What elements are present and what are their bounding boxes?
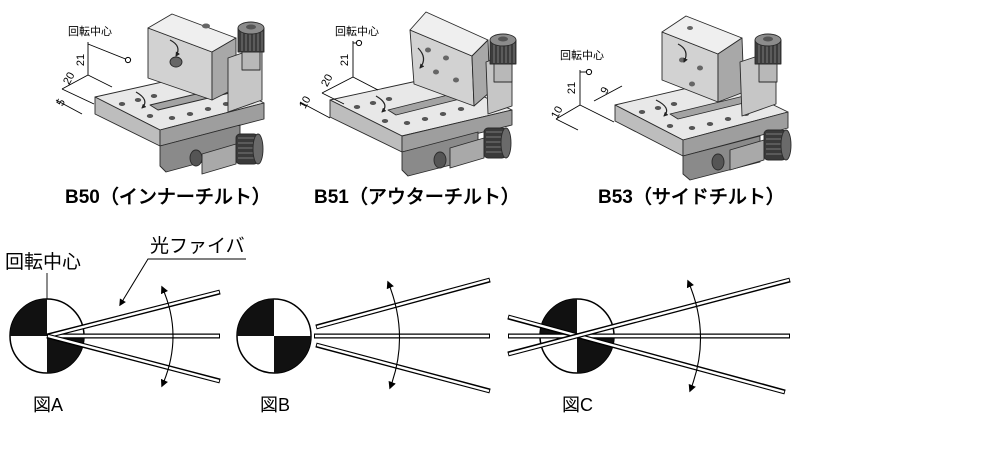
figure-a: 図A [9, 285, 221, 415]
b51-caption: B51（アウターチルト） [314, 185, 520, 208]
optical-fiber-tilted-up [315, 277, 491, 330]
screw-hole [202, 23, 210, 29]
figure-a-label: 図A [33, 395, 63, 415]
base-right-face [682, 111, 789, 157]
b50-dimensions: 回転中心 21 20 5 [55, 25, 132, 115]
b51-stage-render [329, 11, 517, 177]
mount-holes [118, 94, 230, 120]
rotation-arrow-icon [686, 279, 702, 393]
tilt-arrow-icon [169, 39, 181, 57]
target-quadrant [10, 299, 47, 336]
tilt-arrow-icon [417, 47, 425, 69]
rotation-center-label: 回転中心 [560, 49, 604, 62]
b53-stage-render [614, 15, 792, 181]
micrometer-knob [754, 33, 782, 83]
dimension-depth: 20 [61, 70, 77, 86]
mount-holes [679, 26, 703, 87]
figure-c: 図C [507, 277, 791, 415]
base-right-face [401, 109, 513, 153]
dimension-side-offset: 9 [599, 85, 612, 96]
target-quadrant [274, 336, 311, 373]
dimension-offset: 10 [549, 104, 565, 120]
rotation-center-marker [355, 39, 363, 47]
mount-holes [353, 97, 465, 125]
mount-holes [425, 47, 459, 83]
tilt-arrow-icon [375, 95, 387, 113]
micrometer-knob [237, 21, 265, 71]
figure-c-label: 図C [562, 395, 593, 415]
rotation-center-marker [585, 68, 593, 76]
rotation-arrow-icon [160, 285, 174, 388]
screw-hole [169, 56, 183, 68]
optical-fiber-tilted-up [507, 277, 791, 357]
clamp-screw [189, 149, 203, 167]
dimension-height: 21 [75, 54, 87, 66]
rotation-center-legend: 回転中心 [5, 251, 81, 273]
dimension-offset: 5 [55, 97, 68, 108]
rotation-center-marker [124, 56, 132, 64]
rotation-center-label: 回転中心 [68, 25, 112, 38]
dimension-height: 21 [566, 82, 578, 94]
tilt-arrow-icon [677, 43, 688, 63]
b50-stage-render [94, 13, 265, 175]
rotation-arrow-icon [386, 280, 401, 390]
clamp-screw [711, 153, 725, 171]
b53-caption: B53（サイドチルト） [598, 185, 785, 208]
optical-fiber-tilted-down [507, 314, 786, 395]
target-quadrant [237, 299, 274, 336]
figure-b: 図B [236, 277, 491, 415]
tilt-arrow-icon [655, 99, 669, 117]
optical-fiber-leader [119, 258, 246, 307]
optical-fiber-tilted-down [315, 342, 491, 394]
figure-b-label: 図B [260, 395, 290, 415]
dimension-depth: 20 [319, 72, 335, 88]
b51-dimensions: 回転中心 21 20 10 [297, 25, 379, 119]
dimension-height: 21 [339, 54, 351, 66]
rotation-center-label: 回転中心 [335, 25, 379, 38]
optical-fiber-tilted-up [46, 289, 221, 339]
tilt-arrow-icon [135, 91, 147, 109]
b50-caption: B50（インナーチルト） [65, 185, 271, 208]
optical-fiber-tilted-down [46, 333, 221, 384]
optical-fiber-legend: 光ファイバ [150, 235, 245, 257]
clamp-screw [433, 151, 447, 169]
micrometer-knob [489, 33, 517, 83]
b53-dimensions: 回転中心 21 9 10 [549, 49, 623, 131]
dimension-offset: 10 [297, 94, 313, 110]
